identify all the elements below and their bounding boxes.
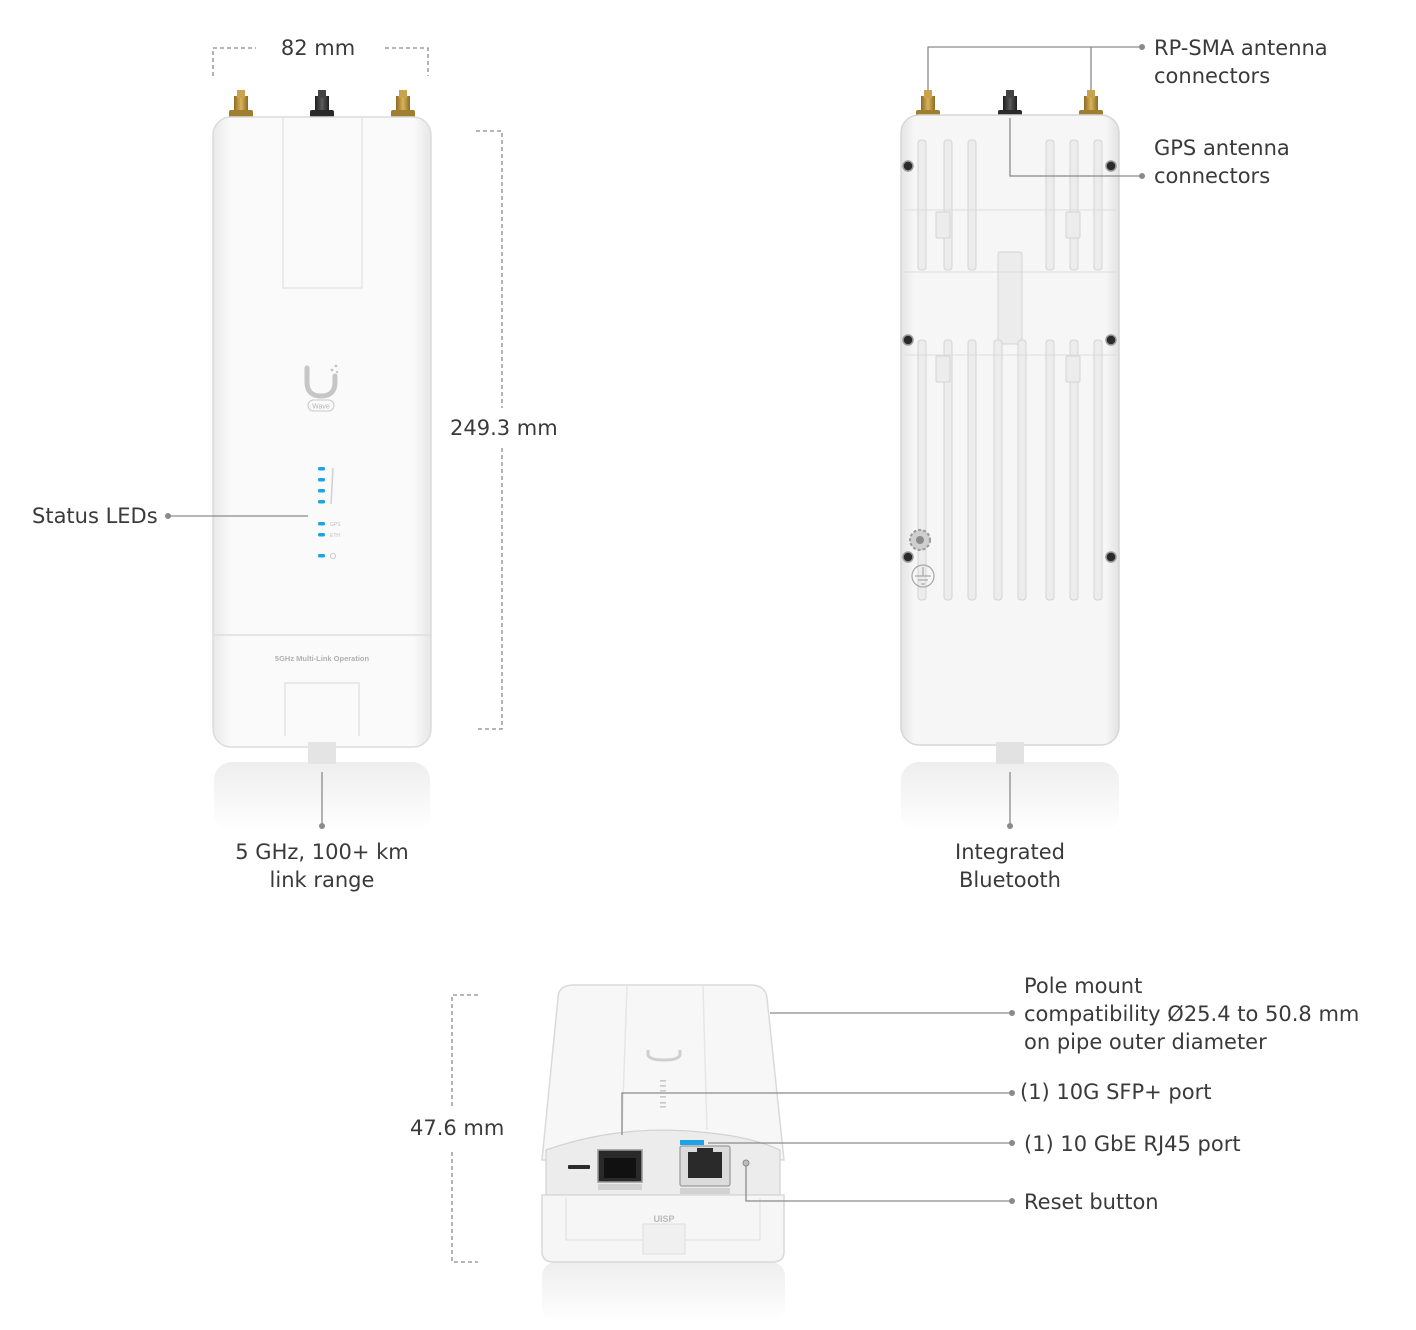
rj45-port	[679, 1145, 731, 1194]
front-height-dimension	[476, 130, 503, 730]
reset-button	[742, 1159, 750, 1167]
cable-slot	[568, 1165, 590, 1169]
front-height-label: 249.3 mm	[450, 416, 558, 440]
pole-mount-label-line1: Pole mount	[1024, 974, 1143, 998]
front-bottom-tab	[308, 742, 336, 764]
back-antenna-connector-right	[1079, 90, 1103, 118]
bluetooth-label-line1: Integrated	[955, 840, 1065, 864]
front-top-panel	[282, 118, 363, 289]
bottom-height-label: 47.6 mm	[410, 1116, 505, 1140]
led-power	[318, 554, 325, 558]
back-mounting-ribs	[917, 139, 1103, 601]
back-mounting-screws	[902, 160, 1117, 563]
status-leds: GPS ETH	[318, 467, 341, 560]
front-bottom-panel	[284, 682, 360, 736]
ground-symbol-icon	[911, 564, 935, 588]
rj45-callout	[708, 1140, 1015, 1146]
reset-callout	[745, 1166, 1015, 1204]
power-icon	[329, 552, 337, 560]
led-eth	[318, 533, 325, 537]
pole-mount-label-line2: compatibility Ø25.4 to 50.8 mm	[1024, 1002, 1360, 1026]
back-gps-connector	[998, 90, 1022, 118]
rp-sma-label-line1: RP-SMA antenna	[1154, 36, 1328, 60]
led-signal-4	[318, 500, 325, 504]
sfp-callout	[621, 1090, 1015, 1135]
sfp-port-label: (1) 10G SFP+ port	[1020, 1080, 1212, 1104]
led-gps-label: GPS	[330, 522, 341, 528]
rj45-label-tag	[680, 1140, 704, 1145]
rp-sma-label-line2: connectors	[1154, 64, 1271, 88]
led-eth-label: ETH	[330, 533, 340, 539]
reset-button-label: Reset button	[1024, 1190, 1159, 1214]
bottom-ubiquiti-logo	[646, 1050, 682, 1062]
back-view-device	[900, 90, 1120, 832]
led-signal-2	[318, 478, 325, 482]
front-antenna-connector-center	[310, 90, 334, 118]
sfp-port	[597, 1149, 643, 1190]
back-bottom-tab	[996, 742, 1024, 764]
front-width-dimension	[212, 47, 429, 76]
logo-badge-text: Wave	[312, 404, 330, 411]
bottom-view-device: UISP	[541, 984, 785, 1322]
front-width-label: 82 mm	[280, 36, 356, 60]
gps-callout	[1009, 118, 1145, 179]
pole-mount-callout	[770, 1010, 1015, 1016]
range-callout	[319, 772, 325, 829]
bottom-reflection	[542, 1262, 785, 1322]
logo-badge	[307, 399, 335, 412]
status-leds-label: Status LEDs	[32, 504, 158, 528]
pole-mount-label-line3: on pipe outer diameter	[1024, 1030, 1267, 1054]
bottom-height-dimension	[451, 994, 478, 1263]
led-signal-1	[318, 467, 325, 471]
front-view-device: Wave GPS ETH 5GHz Multi-Link Operation	[212, 90, 432, 832]
rp-sma-callout	[927, 44, 1145, 90]
back-antenna-connector-left	[916, 90, 940, 118]
range-label-line1: 5 GHz, 100+ km	[235, 840, 409, 864]
status-leds-callout	[165, 513, 308, 519]
bottom-cover-text: UISP	[653, 1214, 674, 1224]
bluetooth-callout	[1007, 772, 1013, 829]
front-printed-text: 5GHz Multi-Link Operation	[275, 654, 370, 663]
signal-bar-icon	[330, 467, 334, 505]
bottom-body-top	[541, 984, 785, 1161]
bottom-leds	[660, 1080, 666, 1108]
gps-label-line1: GPS antenna	[1154, 136, 1290, 160]
ground-screw	[909, 529, 931, 551]
led-signal-3	[318, 489, 325, 493]
led-gps	[318, 522, 325, 526]
rj45-port-label: (1) 10 GbE RJ45 port	[1024, 1132, 1241, 1156]
gps-label-line2: connectors	[1154, 164, 1271, 188]
front-antenna-connector-right	[391, 90, 415, 118]
bluetooth-label-line2: Bluetooth	[959, 868, 1061, 892]
ubiquiti-logo	[304, 365, 338, 399]
front-antenna-connector-left	[229, 90, 253, 118]
range-label-line2: link range	[269, 868, 375, 892]
front-body	[212, 116, 432, 748]
